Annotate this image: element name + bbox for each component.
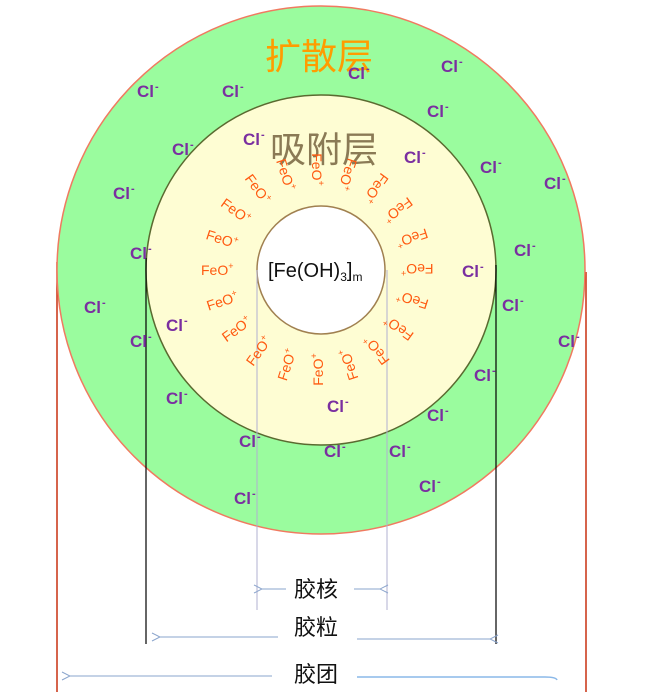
chloride-ion: Cl- [474,365,496,385]
chloride-ion: Cl- [558,331,580,351]
micelle-dimension-label: 胶团 [290,665,343,687]
particle-dimension-label: 胶粒 [290,618,343,640]
chloride-ion: Cl- [441,56,463,76]
ferric-oxide-ion: FeO+ [308,353,326,386]
chloride-ion: Cl- [84,297,106,317]
chloride-ion: Cl- [462,261,484,281]
chloride-ion: Cl- [130,243,152,263]
core-label: [Fe(OH)3]m [268,260,363,284]
chloride-ion: Cl- [480,157,502,177]
nucleus-dimension-label: 胶核 [290,580,343,602]
chloride-ion: Cl- [166,315,188,335]
chloride-ion: Cl- [243,129,265,149]
chloride-ion: Cl- [544,173,566,193]
adsorption-layer-label: 吸附层 [270,130,379,171]
ferric-oxide-ion: FeO+ [201,261,234,278]
chloride-ion: Cl- [427,101,449,121]
chloride-ion: Cl- [404,147,426,167]
chloride-ion: Cl- [130,331,152,351]
chloride-ion: Cl- [348,63,370,83]
diffuse-layer-label: 扩散层 [265,37,374,78]
chloride-ion: Cl- [427,405,449,425]
chloride-ion: Cl- [222,81,244,101]
chloride-ion: Cl- [172,139,194,159]
chloride-ion: Cl- [137,81,159,101]
chloride-ion: Cl- [239,431,261,451]
chloride-ion: Cl- [324,441,346,461]
chloride-ion: Cl- [327,396,349,416]
chloride-ion: Cl- [502,295,524,315]
chloride-ion: Cl- [113,183,135,203]
chloride-ion: Cl- [389,441,411,461]
chloride-ion: Cl- [166,388,188,408]
ferric-oxide-ion: FeO+ [401,261,434,278]
chloride-ion: Cl- [419,476,441,496]
chloride-ion: Cl- [514,240,536,260]
ferric-oxide-ion: FeO+ [308,153,326,186]
chloride-ion: Cl- [234,488,256,508]
